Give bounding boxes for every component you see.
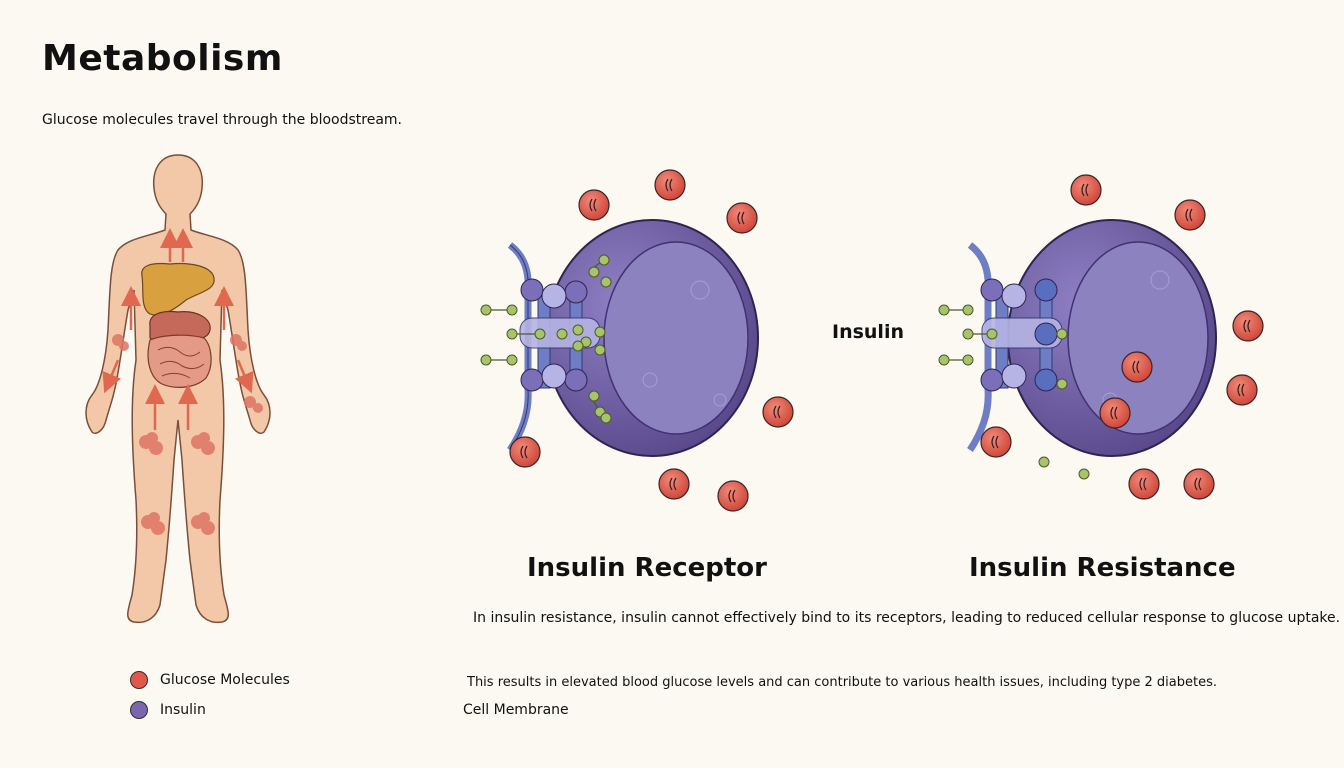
description-consequence: This results in elevated blood glucose l… [467,675,1217,690]
subtitle: Glucose molecules travel through the blo… [42,112,403,128]
glucose-swatch [130,671,148,689]
cell-insulin-resistance [938,174,1264,500]
cell-insulin-receptor [480,169,794,512]
legend-label-glucose: Glucose Molecules [160,672,290,688]
legend-item-glucose: Glucose Molecules [130,671,290,689]
insulin-resistance-caption: Insulin Resistance [969,553,1236,583]
page-title: Metabolism [42,38,283,79]
insulin-receptor-caption: Insulin Receptor [527,553,767,583]
description-resistance: In insulin resistance, insulin cannot ef… [473,610,1341,626]
human-body-illustration [85,154,271,624]
legend-item-insulin: Insulin [130,701,206,719]
cell-membrane-label: Cell Membrane [463,702,569,718]
insulin-label: Insulin [832,321,904,343]
insulin-swatch [130,701,148,719]
legend-label-insulin: Insulin [160,702,206,718]
